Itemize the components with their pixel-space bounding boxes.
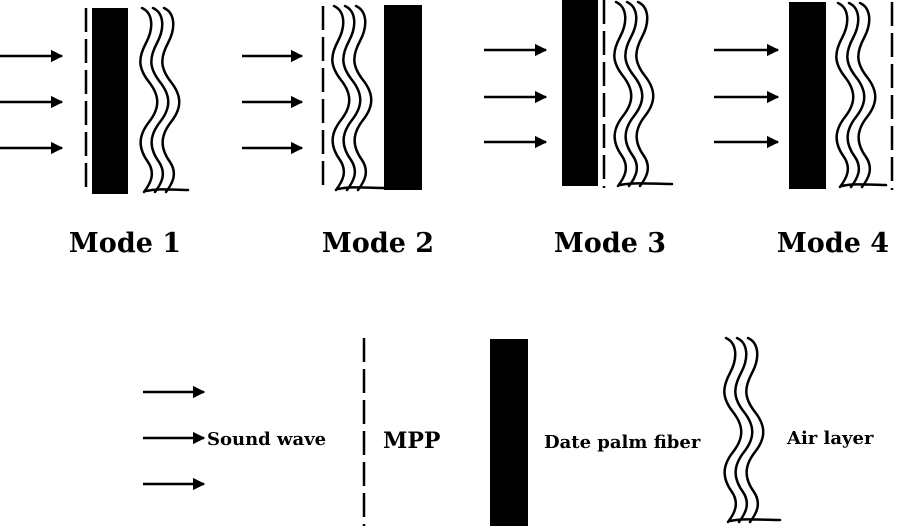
legend-sound-wave: Sound wave bbox=[143, 385, 326, 491]
sound-wave-arrows bbox=[0, 49, 64, 155]
date-palm-fiber-layer bbox=[562, 0, 598, 186]
legend-label-mpp: MPP bbox=[383, 428, 440, 454]
legend-label-date-palm-fiber: Date palm fiber bbox=[544, 432, 701, 453]
sound-wave-arrows bbox=[143, 385, 206, 491]
mode-4-diagram: Mode 4 bbox=[714, 1, 894, 259]
air-layer bbox=[613, 0, 674, 188]
air-layer bbox=[835, 1, 888, 189]
sound-wave-arrows bbox=[242, 49, 304, 155]
date-palm-fiber-layer bbox=[92, 8, 128, 194]
legend: Sound wave MPP Date palm fiber Air layer bbox=[143, 336, 874, 526]
air-layer bbox=[723, 336, 782, 524]
air-layer bbox=[139, 6, 190, 194]
mode-label: Mode 3 bbox=[554, 228, 666, 259]
mode-1-diagram: Mode 1 bbox=[0, 6, 190, 259]
sound-wave-arrows bbox=[714, 43, 780, 149]
legend-label-sound-wave: Sound wave bbox=[207, 429, 326, 450]
legend-label-air-layer: Air layer bbox=[786, 428, 874, 449]
legend-air-layer: Air layer bbox=[723, 336, 874, 524]
legend-date-palm-fiber: Date palm fiber bbox=[490, 339, 701, 526]
mode-label: Mode 4 bbox=[777, 228, 889, 259]
mode-label: Mode 1 bbox=[69, 228, 181, 259]
mode-label: Mode 2 bbox=[322, 228, 434, 259]
legend-mpp: MPP bbox=[362, 338, 440, 526]
date-palm-fiber-layer bbox=[490, 339, 528, 526]
date-palm-fiber-layer bbox=[789, 2, 826, 189]
date-palm-fiber-layer bbox=[384, 5, 422, 190]
mode-2-diagram: Mode 2 bbox=[242, 4, 434, 259]
mode-3-diagram: Mode 3 bbox=[484, 0, 674, 259]
air-layer bbox=[331, 4, 386, 192]
sound-wave-arrows bbox=[484, 43, 548, 149]
